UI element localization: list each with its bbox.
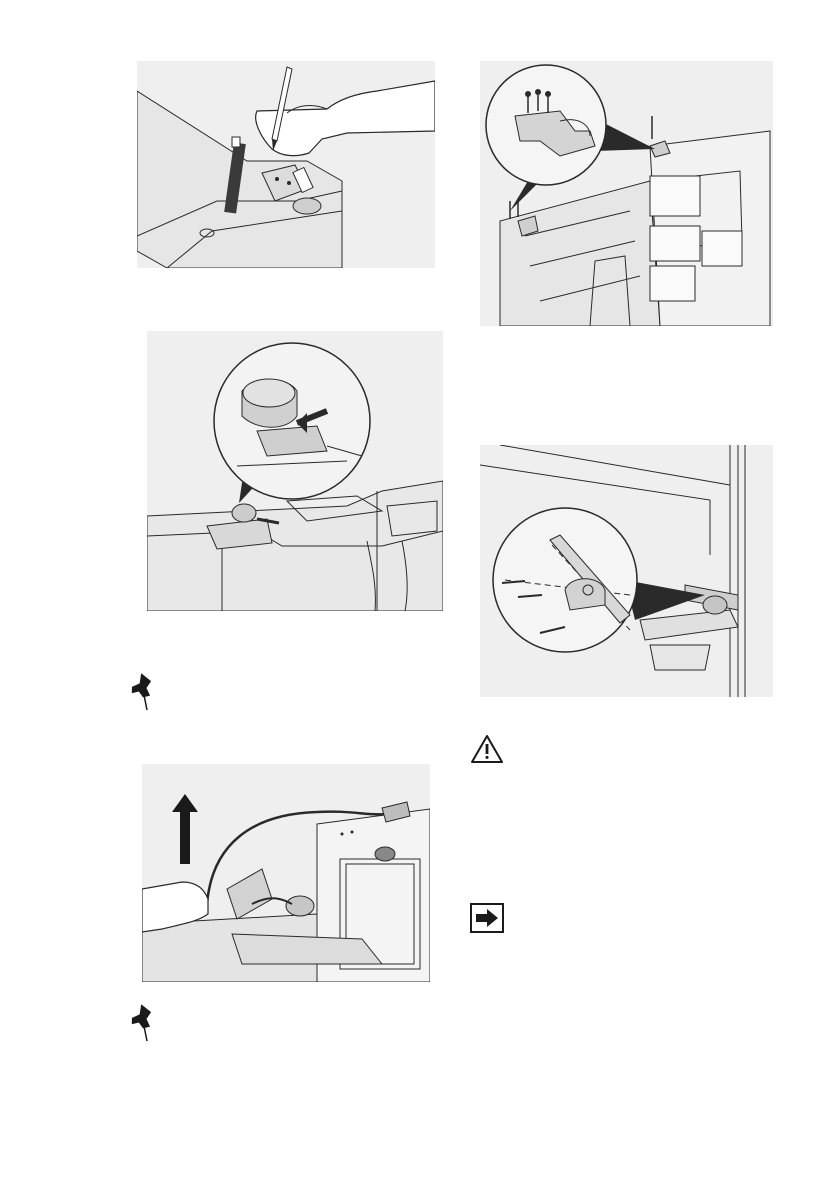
illustration-bottom-hinge	[480, 445, 773, 697]
figure-remove-hinge-cover	[147, 331, 443, 611]
pushpin-icon	[131, 673, 157, 711]
arrow-right-icon	[470, 903, 504, 933]
figure-mark-hinge	[137, 61, 435, 268]
figure-top-hinge-screws	[480, 61, 773, 326]
illustration-top-hinge	[480, 61, 773, 326]
figure-lift-cable	[142, 764, 430, 982]
illustration-mark-hinge	[137, 61, 435, 268]
pushpin-icon	[131, 1004, 157, 1042]
illustration-hinge-cover	[147, 331, 443, 611]
warning-triangle-icon	[470, 734, 504, 764]
illustration-lift-cable	[142, 764, 430, 982]
figure-bottom-hinge-screws	[480, 445, 773, 697]
